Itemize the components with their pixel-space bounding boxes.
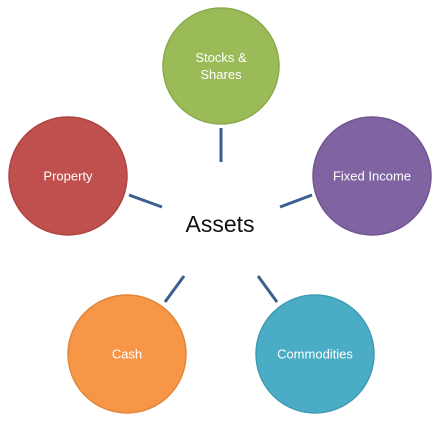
node-commodities: Commodities: [255, 294, 375, 414]
node-circle-commodities: [255, 294, 375, 414]
connector-cash: [163, 275, 186, 303]
connector-group: [128, 128, 313, 303]
center-label: Assets: [185, 211, 254, 237]
connector-property: [128, 193, 163, 209]
node-circle-fixed-income: [312, 116, 432, 236]
node-circle-property: [8, 116, 128, 236]
node-fixed-income: Fixed Income: [312, 116, 432, 236]
node-circle-cash: [67, 294, 187, 414]
node-label-stocks: Stocks &: [195, 50, 247, 65]
node-label-property: Property: [43, 169, 93, 184]
node-label-fixed-income: Fixed Income: [333, 169, 411, 184]
node-property: Property: [8, 116, 128, 236]
node-label-stocks: Shares: [200, 67, 242, 82]
connector-fixed-income: [279, 193, 313, 209]
node-circle-stocks: [162, 7, 280, 125]
node-stocks: Stocks & Shares: [162, 7, 280, 125]
node-label-commodities: Commodities: [277, 347, 353, 362]
node-label-cash: Cash: [112, 347, 142, 362]
connector-commodities: [256, 275, 279, 303]
node-cash: Cash: [67, 294, 187, 414]
